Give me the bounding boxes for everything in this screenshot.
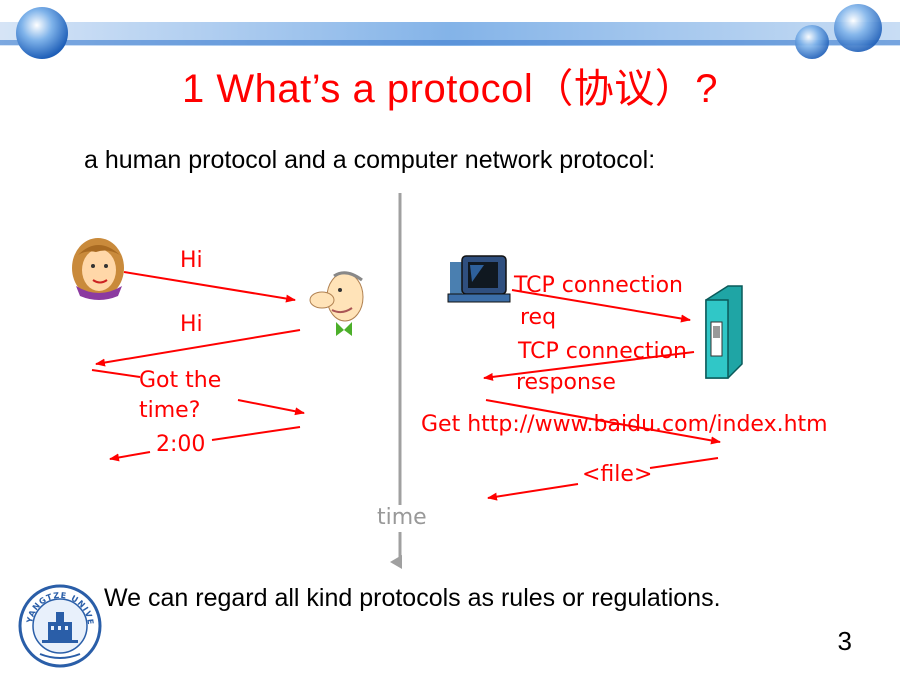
yangtze-university-logo: YANGTZE UNIVERSITY xyxy=(18,584,102,668)
banner-orb-right-big xyxy=(834,4,882,52)
arrow-tcp-request xyxy=(511,289,691,323)
slide-footer: We can regard all kind protocols as rule… xyxy=(104,584,721,612)
arrow-2-00 xyxy=(109,451,151,462)
human-msg-hi-2: Hi xyxy=(180,312,203,337)
human-msg-got-the: Got the xyxy=(139,368,222,393)
human-msg-hi-1: Hi xyxy=(180,248,203,273)
arrow-got-time xyxy=(237,399,305,416)
arrow-file xyxy=(487,483,579,501)
net-msg-tcp-req-2: req xyxy=(520,305,557,330)
arrow-tcp-response xyxy=(483,351,695,381)
arrow-get-request xyxy=(485,399,721,445)
banner-orb-right-small xyxy=(795,25,829,59)
arrow-2-00-head xyxy=(211,426,301,441)
net-msg-tcp-resp-1: TCP connection xyxy=(518,339,687,364)
human-msg-2-00: 2:00 xyxy=(156,432,206,457)
computer-icon xyxy=(447,255,511,303)
arrow-hi-request xyxy=(123,271,296,303)
slide-title: 1 What’s a protocol（协议）? xyxy=(182,67,718,111)
woman-person-icon xyxy=(72,238,124,300)
net-msg-tcp-resp-2: response xyxy=(516,370,616,395)
arrow-hi-reply xyxy=(95,329,301,367)
net-msg-file: <file> xyxy=(582,462,653,487)
net-msg-tcp-req-1: TCP connection xyxy=(514,273,683,298)
header-banner xyxy=(0,4,900,59)
banner-orb-left xyxy=(16,7,68,59)
man-person-icon xyxy=(309,271,364,336)
timeline-label: time xyxy=(377,505,427,530)
server-icon xyxy=(705,285,743,379)
arrow-file-head xyxy=(649,457,719,469)
human-msg-time: time? xyxy=(139,398,201,423)
arrow-got-time-tail xyxy=(91,369,141,378)
net-msg-get-url: Get http://www.baidu.com/index.htm xyxy=(421,412,828,437)
page-number: 3 xyxy=(837,626,852,656)
slide-subtitle: a human protocol and a computer network … xyxy=(84,146,656,174)
